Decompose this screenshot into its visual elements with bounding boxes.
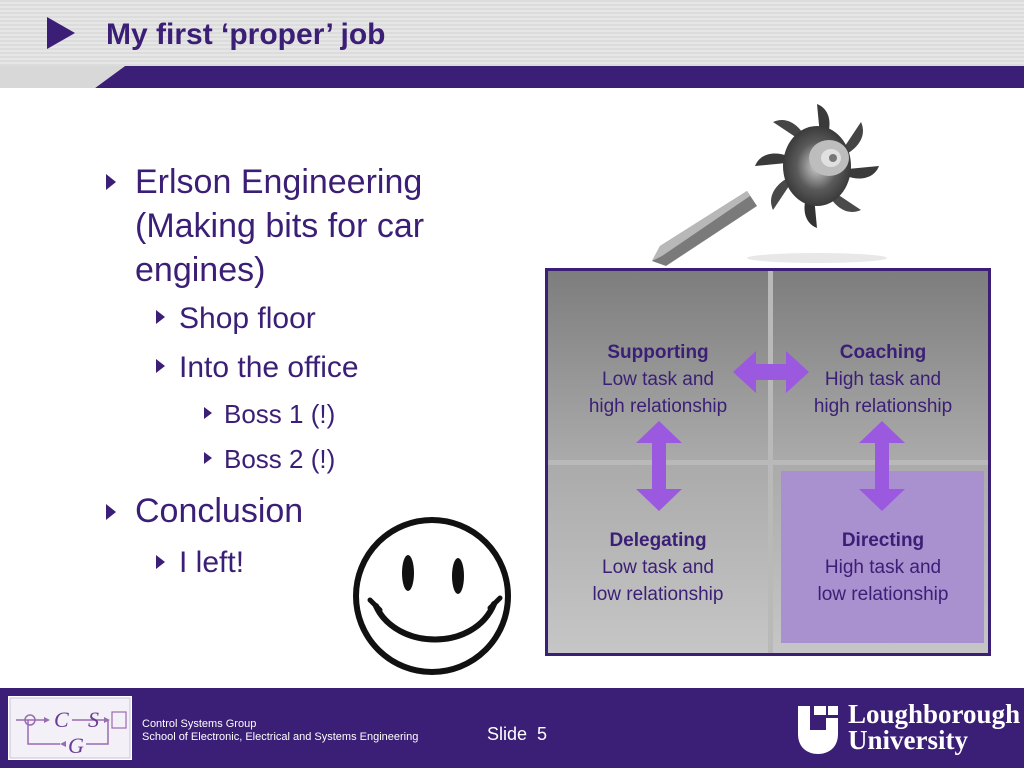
bullet-triangle-icon (156, 359, 165, 373)
cell-directing-title: Directing (841, 530, 925, 551)
cell-coaching-line1: High task and (824, 369, 942, 390)
slide-footer: C S G Control Systems Group School of El… (0, 688, 1024, 768)
slide-label: Slide (487, 724, 528, 744)
smiley-face-icon (342, 510, 522, 682)
cell-directing-line1: High task and (824, 557, 942, 578)
cell-supporting-title: Supporting (607, 342, 709, 363)
cell-directing-line2: low relationship (817, 584, 949, 605)
cell-coaching-title: Coaching (839, 342, 927, 363)
cell-delegating-line2: low relationship (592, 584, 724, 605)
double-arrow-icon (636, 421, 682, 511)
turbine-image (652, 96, 892, 266)
bullet-triangle-icon (204, 452, 212, 464)
cell-coaching: Coaching High task and high relationship (773, 339, 988, 420)
bullet-conclusion: Conclusion (135, 492, 304, 530)
loughborough-logo-icon (798, 706, 838, 754)
play-arrow-icon (47, 17, 75, 49)
slide-number: Slide 5 (487, 724, 547, 745)
bullet-triangle-icon (204, 407, 212, 419)
cell-supporting-line2: high relationship (588, 396, 728, 417)
leadership-grid: Supporting Low task and high relationshi… (545, 268, 991, 656)
bullet-shop-floor: Shop floor (179, 302, 316, 335)
cell-directing: Directing High task and low relationship (773, 527, 988, 608)
slide-header: My first ‘proper’ job (0, 0, 1024, 88)
slide-title: My first ‘proper’ job (106, 18, 386, 51)
university-line1: Loughborough (848, 699, 1021, 729)
cell-delegating-line1: Low task and (602, 557, 714, 578)
bullet-erlson: Erlson Engineering (135, 163, 423, 201)
logo-letter-c: C (54, 707, 69, 732)
grid-divider-horizontal (548, 460, 988, 465)
bullet-erlson-cont1: (Making bits for car (135, 207, 425, 245)
cell-delegating: Delegating Low task and low relationship (548, 527, 768, 608)
bullet-erlson-cont2: engines) (135, 251, 266, 289)
csg-logo: C S G (8, 696, 132, 760)
double-arrow-icon (733, 351, 809, 393)
bullet-triangle-icon (156, 555, 165, 569)
logo-letter-s: S (88, 707, 99, 732)
double-arrow-icon (859, 421, 905, 511)
footer-school: School of Electronic, Electrical and Sys… (142, 731, 419, 743)
bullet-triangle-icon (156, 310, 165, 324)
bullet-i-left: I left! (179, 546, 245, 579)
cell-supporting-line1: Low task and (602, 369, 714, 390)
bullet-triangle-icon (106, 504, 116, 520)
header-band (0, 66, 1024, 88)
university-name: Loughborough University (848, 699, 1021, 755)
bullet-into-office: Into the office (179, 351, 359, 384)
bullet-boss-2: Boss 2 (!) (224, 444, 336, 474)
cell-coaching-line2: high relationship (813, 396, 953, 417)
bullet-boss-1: Boss 1 (!) (224, 399, 336, 429)
logo-letter-g: G (68, 733, 84, 758)
footer-group: Control Systems Group (142, 718, 257, 730)
cell-supporting: Supporting Low task and high relationshi… (548, 339, 768, 420)
university-line2: University (848, 725, 968, 755)
bullet-triangle-icon (106, 174, 116, 190)
cell-delegating-title: Delegating (609, 530, 707, 551)
slide-number-value: 5 (537, 724, 548, 744)
footer-affiliation: Control Systems Group School of Electron… (142, 718, 418, 744)
